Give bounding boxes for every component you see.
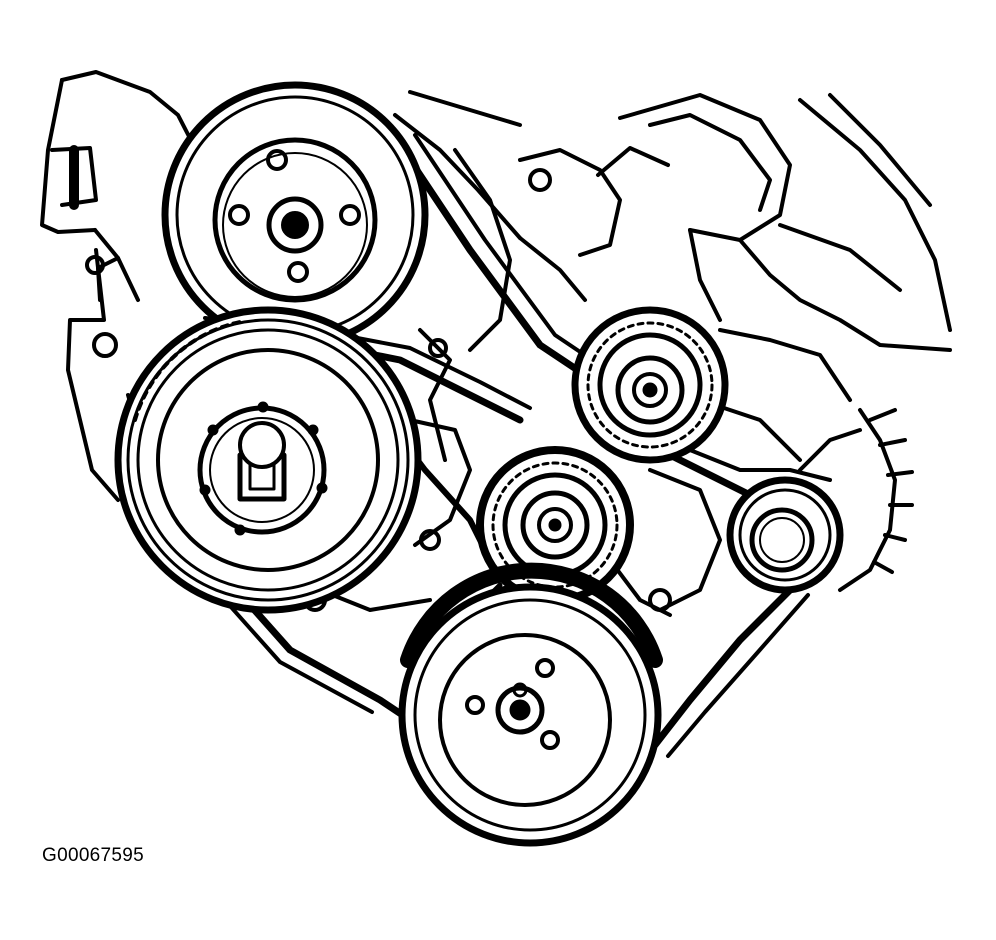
alternator-pulley	[726, 476, 844, 594]
crankshaft-pulley-ribs	[133, 320, 242, 422]
crankshaft-pulley	[114, 306, 422, 614]
engine-block-outline	[40, 70, 952, 617]
figure-id-label: G00067595	[42, 845, 145, 866]
bottom-pulley	[398, 562, 663, 847]
upper-left-pulley	[161, 81, 429, 349]
upper-idler-pulley	[571, 306, 729, 464]
alternator-body	[798, 408, 914, 592]
